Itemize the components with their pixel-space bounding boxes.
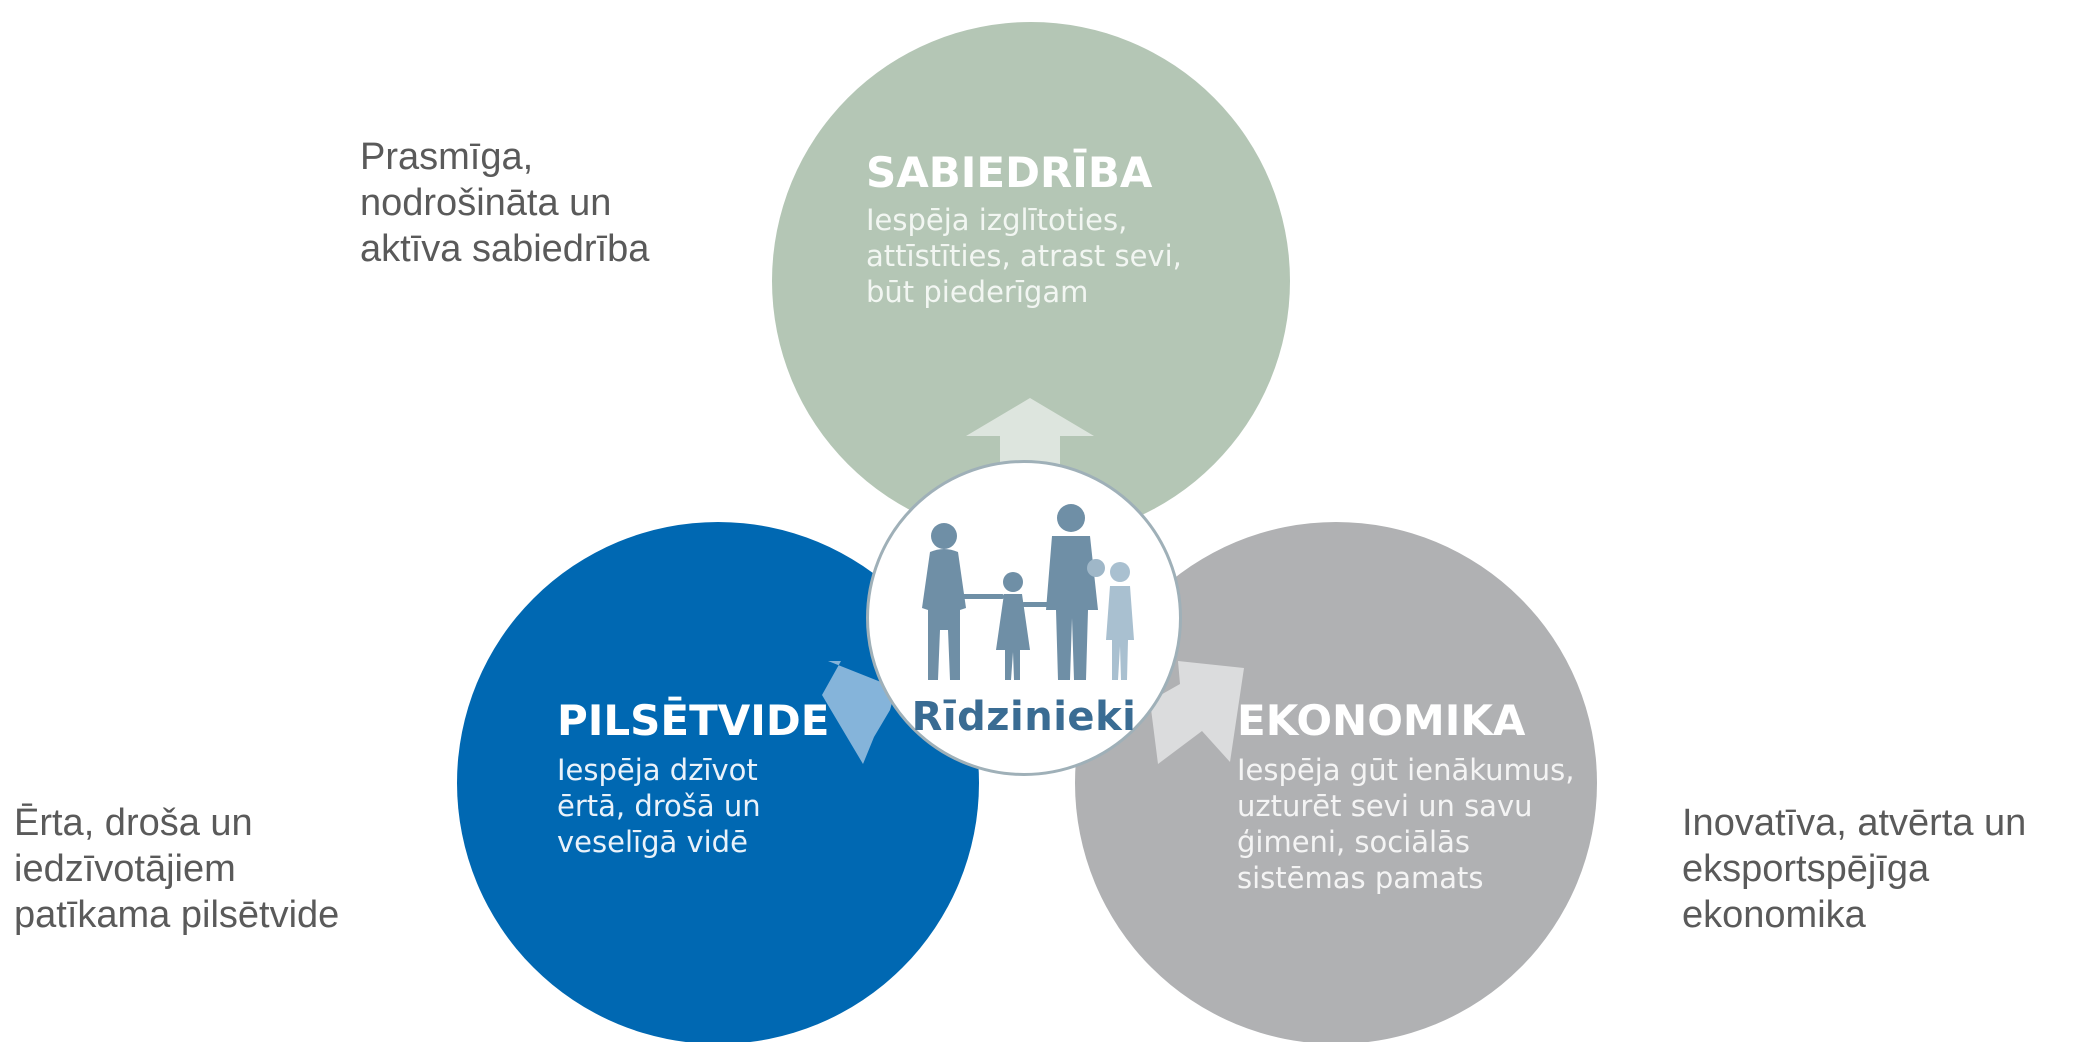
arrow-down-right-icon [1150,661,1244,764]
ekonomika-caption: Inovatīva, atvērta un eksportspējīga eko… [1682,802,2027,936]
arrow-down-left-icon [822,661,896,764]
ekonomika-title: EKONOMIKA [1237,696,1526,745]
family-icon [922,504,1134,680]
ekonomika-description: Iespēja gūt ienākumus, uzturēt sevi un s… [1237,753,1575,895]
sabiedriba-caption: Prasmīga, nodrošināta un aktīva sabiedrī… [360,136,650,270]
sabiedriba-title: SABIEDRĪBA [866,148,1153,197]
sabiedriba-description: Iespēja izglītoties, attīstīties, atrast… [866,203,1182,309]
pilsetvide-caption: Ērta, droša un iedzīvotājiem patīkama pi… [14,802,340,936]
arrow-up-icon [966,398,1094,480]
pilsetvide-description: Iespēja dzīvot ērtā, drošā un veselīgā v… [557,753,761,859]
pilsetvide-title: PILSĒTVIDE [557,696,830,745]
center-label: Rīdzinieki [911,694,1137,740]
